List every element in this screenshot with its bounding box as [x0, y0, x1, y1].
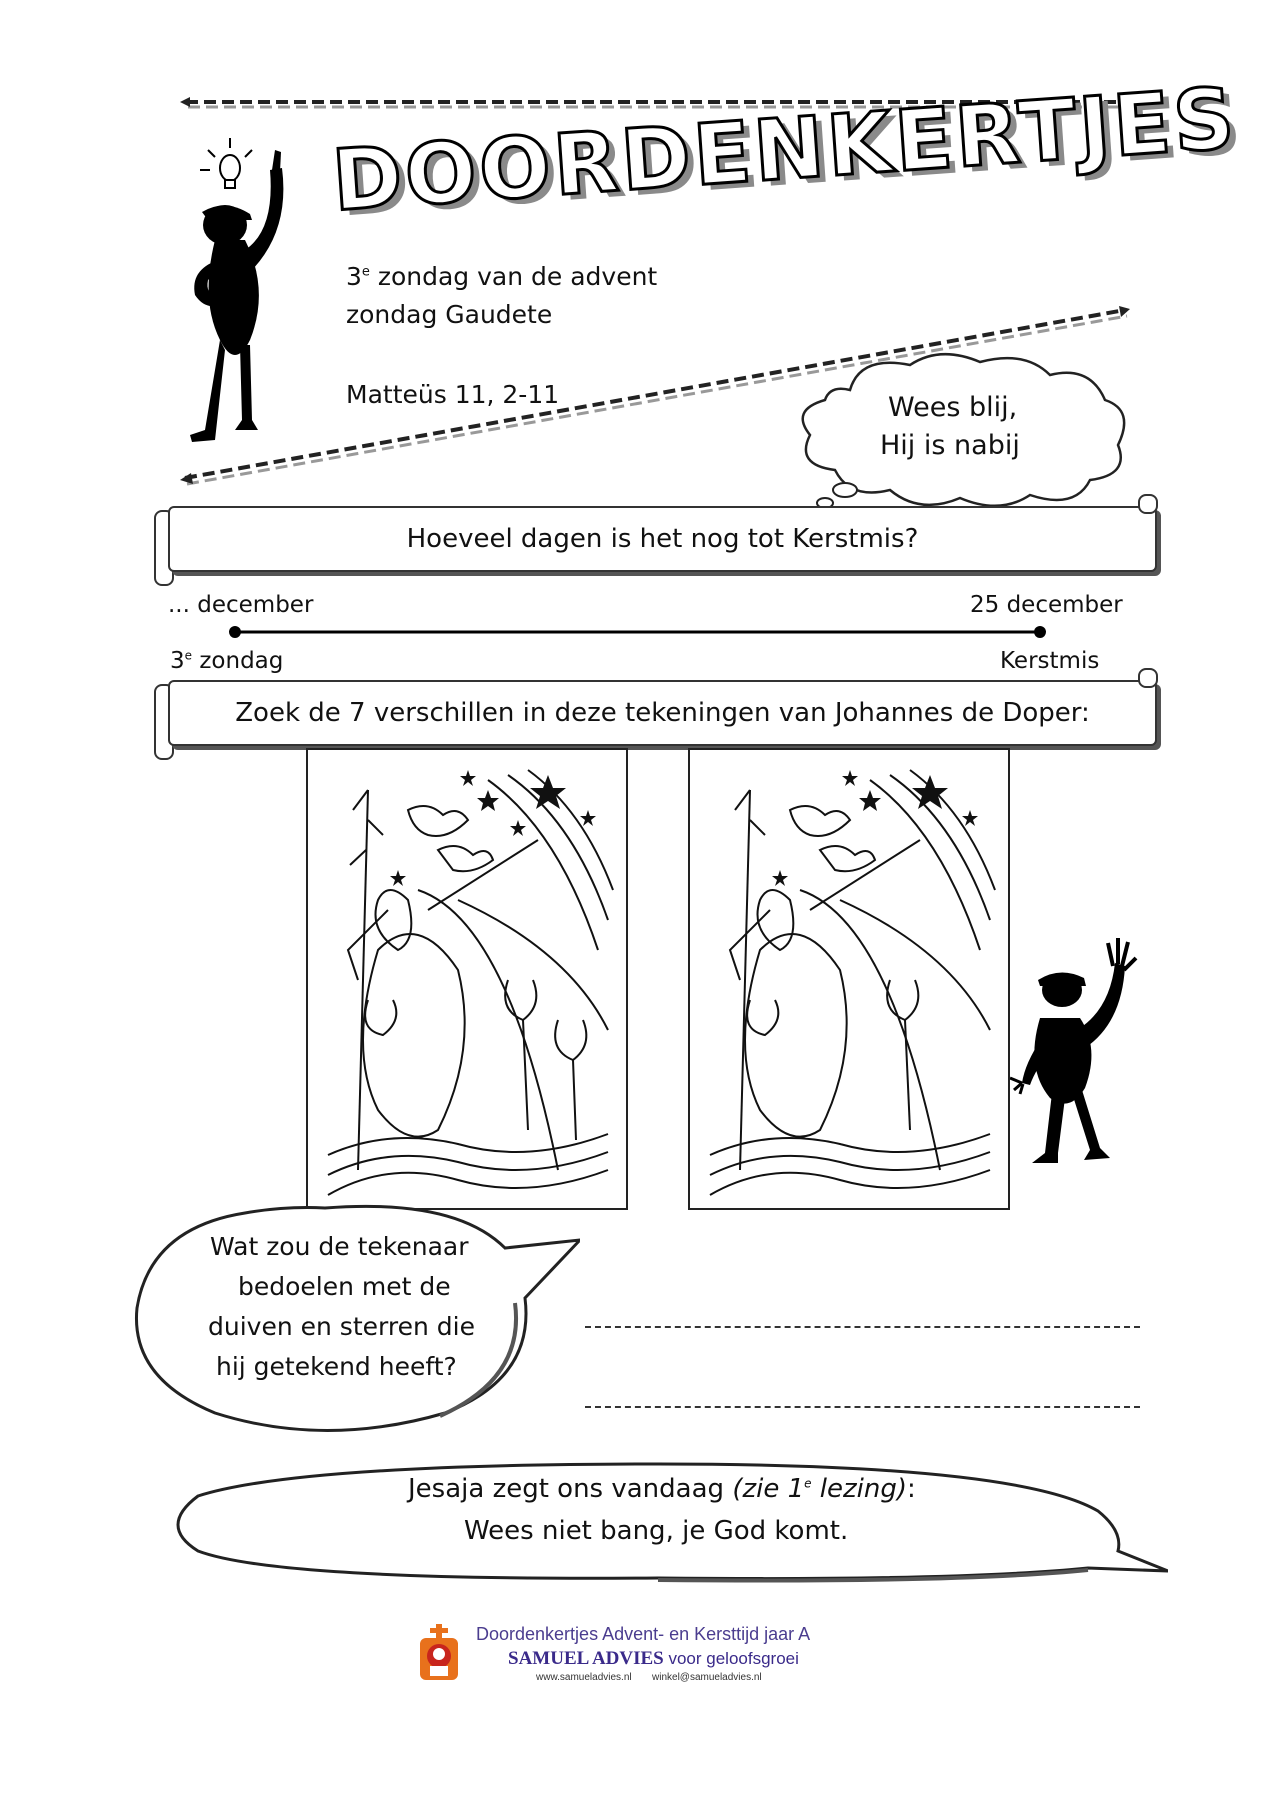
differences-scroll: Zoek de 7 verschillen in deze tekeningen…	[168, 680, 1157, 746]
drawing-right[interactable]	[688, 748, 1010, 1210]
isaiah-ref-sup: e	[804, 1476, 812, 1491]
footer-website[interactable]: www.samueladvies.nl	[536, 1672, 632, 1683]
isaiah-suffix: :	[907, 1474, 916, 1504]
isaiah-ref-pre: (zie 1	[732, 1474, 805, 1504]
question-text: Hoeveel dagen is het nog tot Kerstmis?	[406, 524, 919, 554]
bubble-line-1: Wat zou de tekenaar	[210, 1232, 469, 1261]
sunday-subtitle: 3e zondag van de advent	[346, 262, 657, 291]
answer-line-2[interactable]	[585, 1406, 1140, 1408]
bottom-speech-bubble	[176, 1462, 1168, 1583]
start-label-text: zondag	[192, 648, 284, 674]
subtitle-number: 3	[346, 262, 362, 291]
brand-name: SAMUEL ADVIES	[508, 1648, 664, 1669]
timeline-start-date: ... december	[168, 592, 314, 618]
john-the-baptist-drawing-left	[327, 769, 614, 1196]
cloud-line-1: Wees blij,	[888, 392, 1018, 423]
subtitle-superscript: e	[361, 264, 370, 280]
differences-instruction: Zoek de 7 verschillen in deze tekeningen…	[235, 698, 1090, 728]
scroll-curl-right-2	[1138, 668, 1158, 688]
john-the-baptist-drawing-right	[709, 769, 996, 1196]
brand-suffix: voor geloofsgroei	[663, 1649, 799, 1668]
scroll-curl-right	[1138, 494, 1158, 514]
sunday-name: zondag Gaudete	[346, 300, 553, 329]
samuel-advies-logo	[420, 1624, 458, 1680]
answer-line-1[interactable]	[585, 1326, 1140, 1328]
speech-bubble	[134, 1204, 580, 1432]
drawing-left[interactable]	[306, 748, 628, 1210]
isaiah-line-2: Wees niet bang, je God komt.	[464, 1516, 849, 1546]
footer-series-title: Doordenkertjes Advent- en Kersttijd jaar…	[476, 1624, 811, 1644]
isaiah-line-1: Jesaja zegt ons vandaag (zie 1e lezing):	[408, 1474, 916, 1504]
lightbulb-icon	[200, 138, 253, 189]
gospel-reading: Matteüs 11, 2-11	[346, 380, 560, 409]
thought-cloud	[801, 352, 1126, 509]
waving-figure	[1010, 938, 1138, 1163]
start-label-superscript: e	[184, 648, 193, 663]
isaiah-prefix: Jesaja zegt ons vandaag	[408, 1474, 733, 1504]
isaiah-ref-post: lezing)	[811, 1474, 908, 1504]
bubble-line-3: duiven en sterren die	[208, 1312, 475, 1341]
footer-email[interactable]: winkel@samueladvies.nl	[652, 1672, 762, 1683]
top-dashed-rule	[180, 97, 1130, 109]
bubble-line-2: bedoelen met de	[238, 1272, 451, 1301]
cloud-line-2: Hij is nabij	[880, 430, 1020, 461]
question-scroll: Hoeveel dagen is het nog tot Kerstmis?	[168, 506, 1157, 572]
timeline-bar	[229, 626, 1046, 638]
timeline-end-date: 25 december	[970, 592, 1123, 618]
footer-brand: SAMUEL ADVIES voor geloofsgroei	[508, 1648, 799, 1670]
thinking-figure	[190, 138, 284, 442]
subtitle-text: zondag van de advent	[369, 262, 658, 291]
timeline-end-label: Kerstmis	[1000, 648, 1100, 674]
diagonal-dashed-rule	[180, 306, 1130, 486]
start-label-number: 3	[170, 648, 185, 674]
timeline-start-label: 3e zondag	[170, 648, 283, 674]
bubble-line-4: hij getekend heeft?	[216, 1352, 457, 1381]
